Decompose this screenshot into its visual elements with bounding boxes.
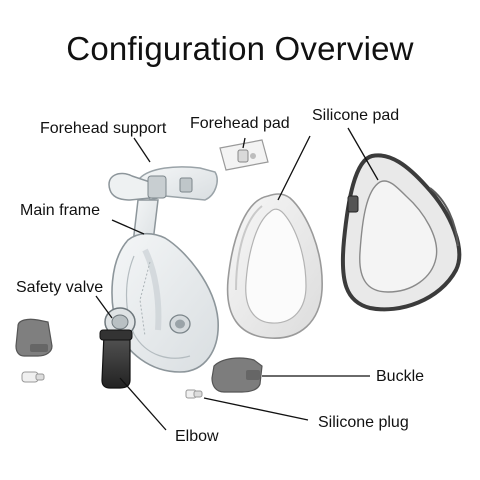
silicone-pad-dark [340, 153, 462, 312]
page-title: Configuration Overview [66, 30, 414, 67]
forehead-pad-part [219, 139, 269, 171]
label-forehead-pad: Forehead pad [190, 115, 290, 132]
label-safety-valve: Safety valve [16, 279, 104, 296]
label-silicone-pad: Silicone pad [312, 107, 400, 124]
silicone-plug-part [185, 389, 203, 399]
leader-lines [95, 127, 379, 431]
elbow-part [101, 333, 131, 389]
spare-plug-left [21, 371, 45, 383]
label-silicone-plug: Silicone plug [318, 414, 409, 431]
buckle-part [211, 357, 263, 393]
label-main-frame: Main frame [20, 202, 101, 219]
spare-buckle-left [15, 318, 53, 357]
label-buckle: Buckle [376, 368, 425, 385]
silicone-pad-clear [226, 193, 323, 339]
main-mask [99, 166, 219, 389]
label-forehead-support: Forehead support [40, 120, 167, 137]
label-elbow: Elbow [175, 428, 219, 445]
